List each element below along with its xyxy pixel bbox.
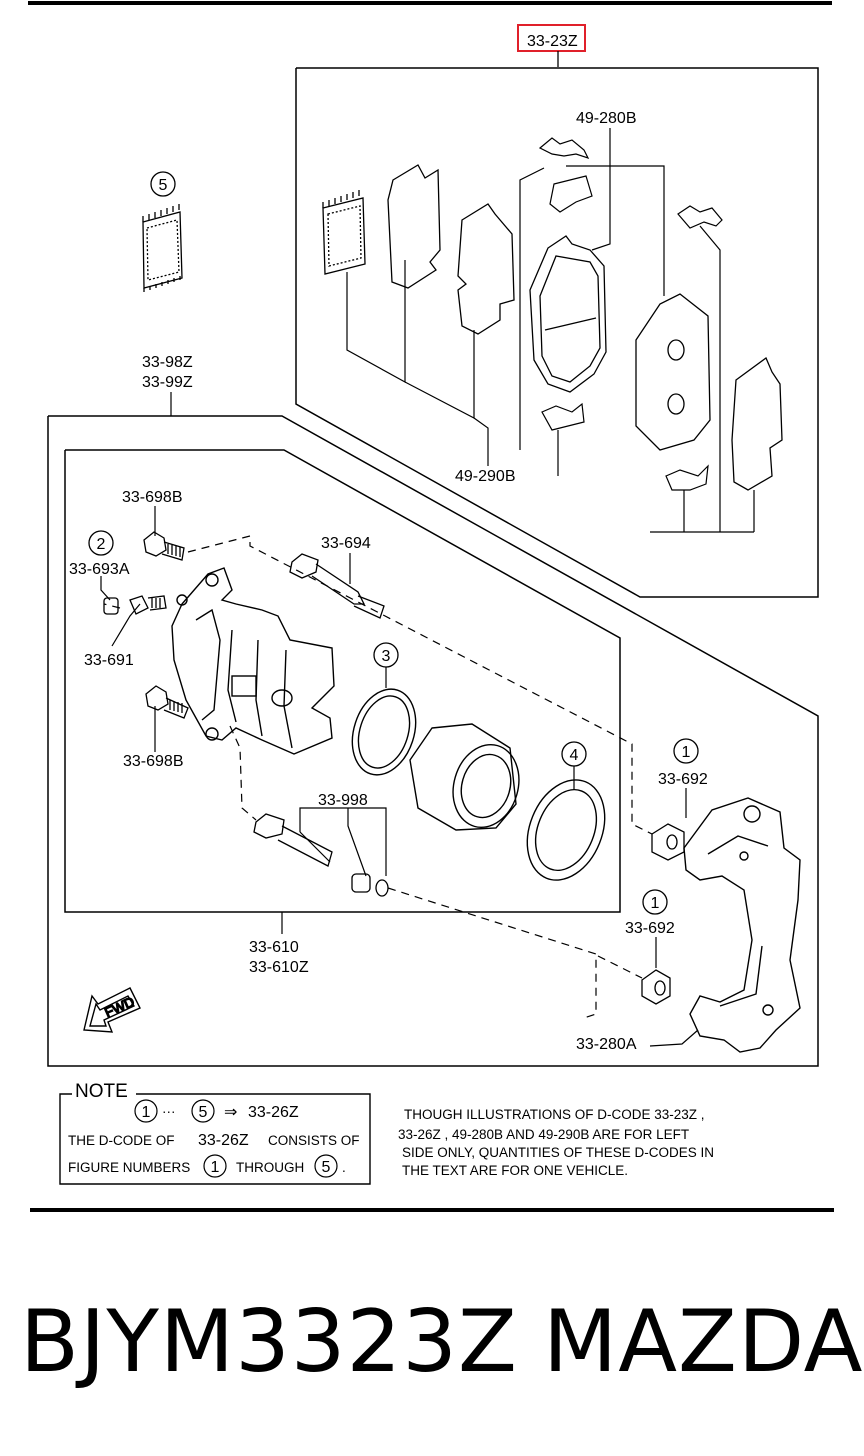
- assembly-dash-lines: [103, 535, 653, 1019]
- part-number: BJYM3323Z: [20, 1292, 518, 1392]
- disclaimer: THOUGH ILLUSTRATIONS OF D-CODE 33-23Z , …: [398, 1107, 714, 1178]
- label-33-998[interactable]: 33-998: [318, 792, 368, 809]
- note-line2-a: THE D-CODE OF: [68, 1133, 175, 1148]
- product-caption: BJYM3323Z MAZDA: [0, 1282, 864, 1402]
- shim-fig5: [142, 204, 183, 292]
- label-33-692-lower[interactable]: 33-692: [625, 920, 675, 937]
- note-title: NOTE: [75, 1081, 128, 1102]
- note-line3-a: FIGURE NUMBERS: [68, 1160, 190, 1175]
- label-49-290b[interactable]: 49-290B: [455, 468, 516, 485]
- disclaimer-line-2: 33-26Z , 49-280B AND 49-290B ARE FOR LEF…: [398, 1127, 689, 1142]
- fig-number-1-circle-upper: [673, 738, 699, 764]
- bolt-lower: [145, 685, 189, 719]
- fig-number-1-upper: 1: [682, 744, 691, 761]
- shim-plate-1: [387, 164, 441, 289]
- note-ellipsis: ···: [162, 1104, 176, 1119]
- fig-number-1-lower: 1: [651, 895, 660, 912]
- fig-number-1-circle-lower: [642, 889, 668, 915]
- fig-number-4-circle: [561, 741, 587, 767]
- note-line3-end: .: [342, 1160, 346, 1175]
- label-49-280b[interactable]: 49-280B: [576, 110, 637, 127]
- part-labels: 49-280B 49-290B 33-98Z 33-99Z 33-698B 33…: [69, 110, 708, 1053]
- label-33-280a[interactable]: 33-280A: [576, 1036, 637, 1053]
- label-33-698b-upper[interactable]: 33-698B: [122, 489, 183, 506]
- disclaimer-line-1: THOUGH ILLUSTRATIONS OF D-CODE 33-23Z ,: [404, 1107, 705, 1122]
- disclaimer-line-4: THE TEXT ARE FOR ONE VEHICLE.: [402, 1163, 628, 1178]
- fig-number-3-circle: [373, 642, 399, 668]
- fig-number-2: 2: [97, 536, 106, 553]
- pad-kit-frame: [295, 67, 819, 598]
- note-line3-n1: 1: [211, 1159, 220, 1176]
- piston-seal: [351, 688, 417, 776]
- note-kit-code: 33-26Z: [248, 1104, 299, 1121]
- label-33-610z[interactable]: 33-610Z: [249, 959, 309, 976]
- caliper-body: [171, 567, 335, 755]
- bolt-upper: [143, 531, 185, 561]
- label-33-694[interactable]: 33-694: [321, 535, 371, 552]
- fig-number-2-circle: [88, 530, 114, 556]
- fig-number-4: 4: [570, 747, 579, 764]
- caliper-body-frame: [64, 449, 621, 913]
- label-33-610[interactable]: 33-610: [249, 939, 299, 956]
- pin-boot-lower: [641, 969, 671, 1005]
- highlighted-code: 33-23Z: [527, 33, 578, 50]
- note-range-start: 1: [142, 1104, 151, 1121]
- brand-name: MAZDA: [543, 1292, 864, 1392]
- shim-plate-outer: [731, 356, 783, 491]
- label-33-693a[interactable]: 33-693A: [69, 561, 130, 578]
- pin-boot-upper: [651, 823, 685, 861]
- label-33-698b-lower[interactable]: 33-698B: [123, 753, 184, 770]
- brake-pad-inner: [529, 235, 607, 393]
- highlighted-code-box[interactable]: 33-23Z: [517, 24, 586, 52]
- caliper-assy-frame: [47, 415, 819, 1067]
- note-line3-n2: 5: [322, 1159, 331, 1176]
- pad-kit-leaders: [346, 128, 755, 533]
- note-arrow: ⇒: [224, 1104, 237, 1121]
- bleeder-parts: [103, 595, 167, 615]
- guide-pin-upper: [289, 553, 385, 619]
- shim-inner: [322, 190, 366, 275]
- fwd-arrow-icon: FWD: [83, 987, 141, 1033]
- caliper-leaders: [100, 392, 699, 1047]
- pad-clips: [538, 137, 723, 491]
- brake-pad-outer: [635, 293, 711, 451]
- label-33-691[interactable]: 33-691: [84, 652, 134, 669]
- note-line2-code: 33-26Z: [198, 1132, 249, 1149]
- guide-pin-lower: [253, 813, 389, 897]
- fig-number-3: 3: [382, 648, 391, 665]
- label-33-692-upper[interactable]: 33-692: [658, 771, 708, 788]
- note-range-end: 5: [199, 1104, 208, 1121]
- fig-number-5-circle: [150, 171, 176, 197]
- note-box: NOTE 1 ··· 5 ⇒ 33-26Z THE D-CODE OF 33-2…: [59, 1081, 371, 1185]
- note-line3-mid: THROUGH: [236, 1160, 304, 1175]
- dust-boot: [526, 779, 606, 881]
- mounting-bracket: [683, 797, 801, 1053]
- fig-number-5: 5: [159, 177, 168, 194]
- disclaimer-line-3: SIDE ONLY, QUANTITIES OF THESE D-CODES I…: [402, 1145, 714, 1160]
- label-33-98z[interactable]: 33-98Z: [142, 354, 193, 371]
- piston: [409, 723, 520, 831]
- note-line2-b: CONSISTS OF: [268, 1133, 360, 1148]
- shim-plate-2: [457, 203, 515, 335]
- label-33-99z[interactable]: 33-99Z: [142, 374, 193, 391]
